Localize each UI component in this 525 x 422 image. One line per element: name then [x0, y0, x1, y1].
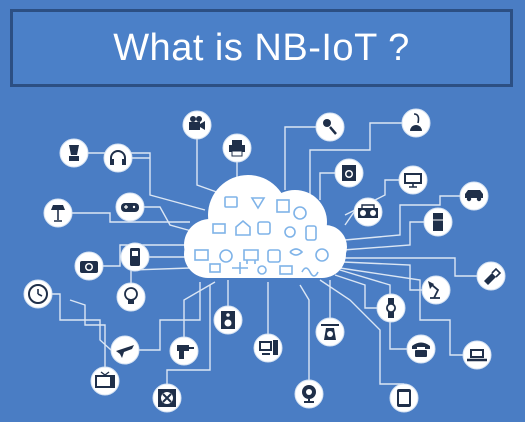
- washing-machine-icon: [334, 158, 364, 188]
- airplane-icon: [110, 335, 140, 365]
- speakers-icon: [213, 305, 243, 335]
- fan-icon: [152, 383, 182, 413]
- connection-line: [309, 122, 404, 195]
- power-drill-icon: [169, 336, 199, 366]
- connection-line: [344, 195, 460, 241]
- wall-clock-icon: [23, 279, 53, 309]
- monitor-icon: [398, 165, 428, 195]
- connection-line: [284, 126, 316, 190]
- connection-line: [334, 274, 377, 309]
- desk-lamp-icon: [421, 275, 451, 305]
- connection-line: [144, 206, 196, 233]
- flashlight-icon: [476, 261, 506, 291]
- laptop-icon: [462, 340, 492, 370]
- kitchen-scale-icon: [315, 317, 345, 347]
- connection-line: [72, 212, 190, 223]
- connection-line: [319, 279, 404, 385]
- television-icon: [90, 366, 120, 396]
- connection-line: [52, 293, 112, 351]
- refrigerator-icon: [423, 207, 453, 237]
- printer-icon: [222, 133, 252, 163]
- title-banner: What is NB-IoT ?: [10, 9, 513, 87]
- connection-line: [342, 261, 422, 291]
- connection-line: [339, 267, 463, 356]
- connection-line: [69, 299, 106, 367]
- vacuum-cleaner-icon: [401, 108, 431, 138]
- webcam-icon: [294, 379, 324, 409]
- desktop-computer-icon: [253, 333, 283, 363]
- connection-line: [139, 282, 201, 351]
- device-icons: [23, 108, 506, 413]
- mobile-phone-icon: [120, 242, 150, 272]
- blender-icon: [59, 138, 89, 168]
- connection-line: [319, 172, 335, 200]
- light-bulb-icon: [116, 282, 146, 312]
- connection-line: [166, 285, 211, 384]
- connection-line: [343, 257, 477, 277]
- connection-line: [299, 284, 310, 380]
- page-title: What is NB-IoT ?: [113, 26, 410, 69]
- microphone-icon: [315, 112, 345, 142]
- connection-line: [183, 281, 216, 337]
- gamepad-icon: [115, 192, 145, 222]
- connection-line: [342, 221, 424, 251]
- cloud-network-hub: [184, 175, 347, 278]
- telephone-icon: [406, 334, 436, 364]
- headphones-icon: [103, 143, 133, 173]
- connection-line: [344, 211, 355, 226]
- video-camera-icon: [182, 110, 212, 140]
- connection-line: [103, 244, 190, 267]
- photo-camera-icon: [74, 251, 104, 281]
- tablet-icon: [389, 383, 419, 413]
- boombox-icon: [353, 197, 383, 227]
- wristwatch-icon: [376, 293, 406, 323]
- car-icon: [459, 181, 489, 211]
- floor-lamp-icon: [43, 198, 73, 228]
